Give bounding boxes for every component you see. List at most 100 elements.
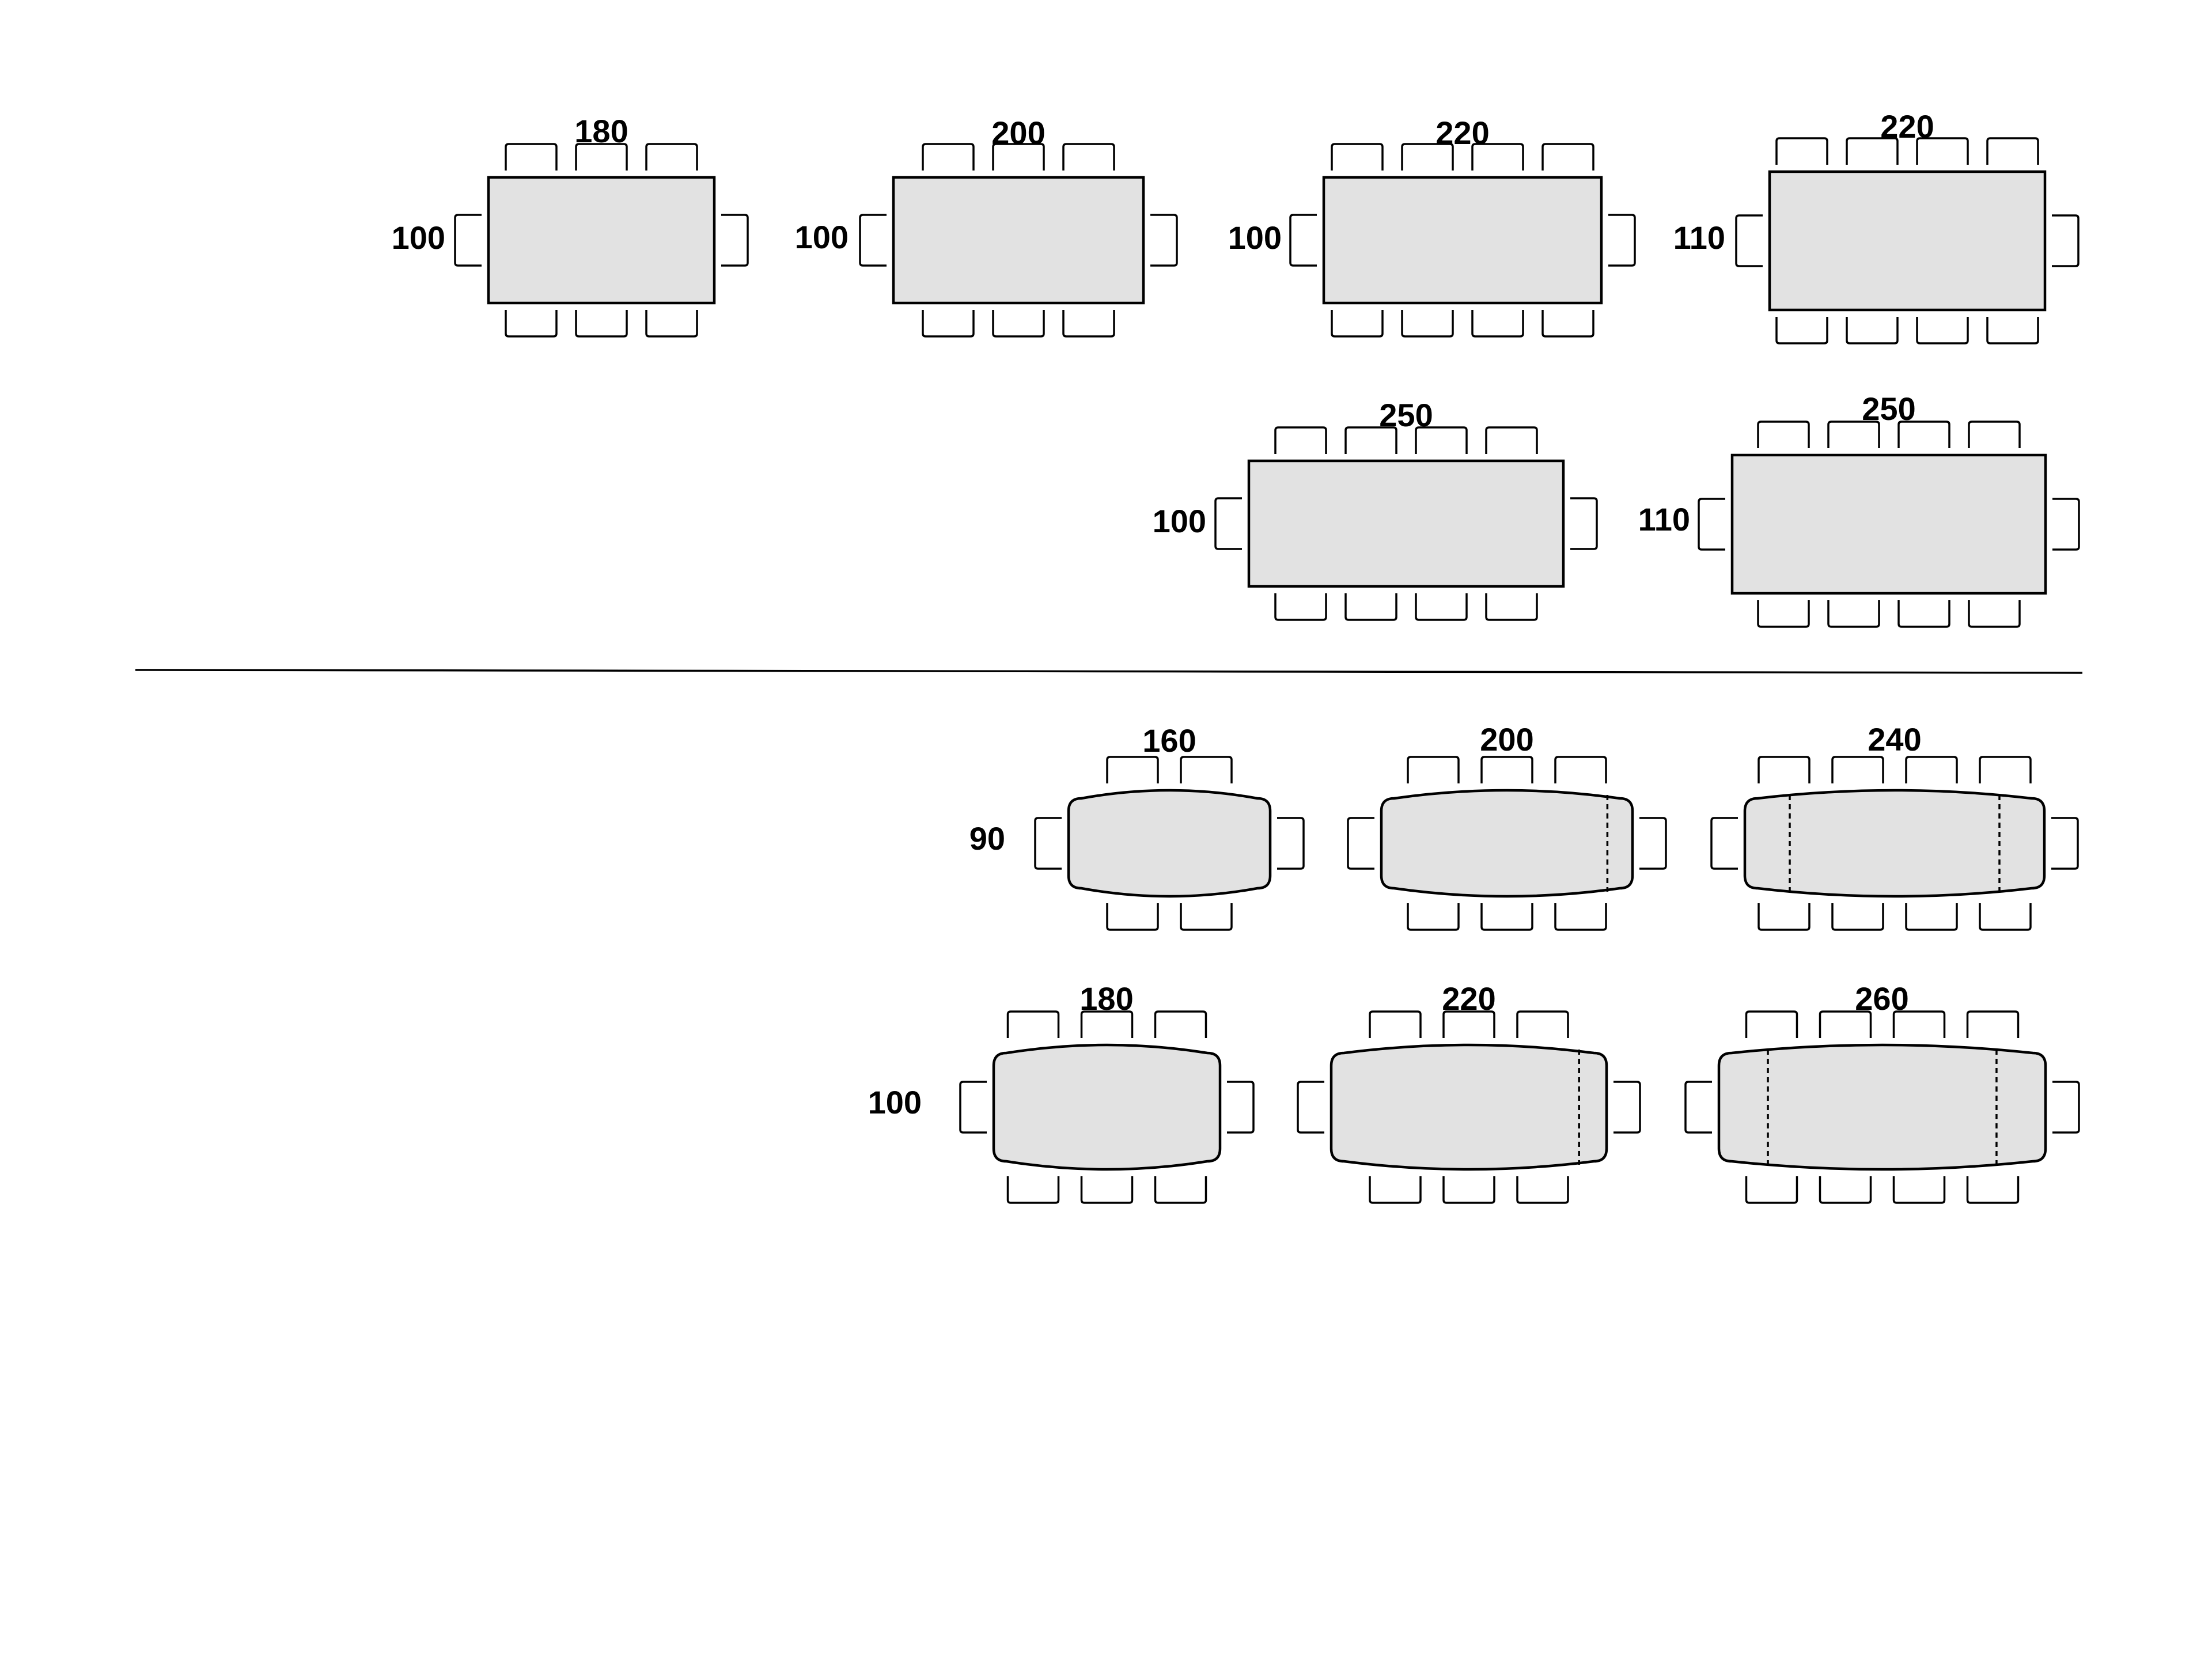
chair-right-end xyxy=(721,214,749,267)
chair-top xyxy=(575,143,628,171)
chair-bottom xyxy=(1415,593,1468,621)
chair-top xyxy=(1401,143,1454,171)
chair-top xyxy=(1905,756,1958,783)
chair-bottom xyxy=(1979,903,2032,931)
table-top-barrel xyxy=(1380,789,1634,898)
chair-bottom xyxy=(1180,903,1233,931)
chair-top xyxy=(1442,1010,1495,1038)
table-top-rectangle xyxy=(1730,453,2047,595)
chair-top xyxy=(1554,756,1607,783)
width-label: 250 xyxy=(1862,391,1915,427)
chair-bottom xyxy=(922,310,975,338)
width-label: 220 xyxy=(1442,980,1495,1017)
chair-bottom xyxy=(1757,600,1810,628)
chair-right-end xyxy=(2052,1081,2080,1134)
chair-top xyxy=(645,143,698,171)
chair-top xyxy=(1831,756,1884,783)
chair-bottom xyxy=(1407,903,1460,931)
depth-label: 100 xyxy=(1228,219,1282,256)
chair-top xyxy=(1485,426,1538,454)
width-label: 220 xyxy=(1435,115,1489,151)
chair-left-end xyxy=(1214,497,1242,550)
chair-top xyxy=(1745,1010,1798,1038)
chair-bottom xyxy=(1401,310,1454,338)
width-label: 220 xyxy=(1880,108,1934,145)
width-label: 260 xyxy=(1855,980,1908,1017)
chair-bottom xyxy=(1831,903,1884,931)
depth-label: 100 xyxy=(392,219,445,256)
chair-bottom xyxy=(1062,310,1115,338)
width-label: 160 xyxy=(1142,722,1196,759)
chair-right-end xyxy=(1639,817,1667,870)
chair-bottom xyxy=(1541,310,1594,338)
chair-bottom xyxy=(1892,1176,1946,1204)
chair-right-end xyxy=(2052,214,2080,267)
chair-top xyxy=(1966,1010,2020,1038)
chair-left-end xyxy=(1735,214,1763,267)
table-group-barrel-200: 200 xyxy=(1347,721,1667,931)
chair-left-end xyxy=(454,214,482,267)
chair-top xyxy=(1106,756,1159,783)
table-top-barrel xyxy=(992,1043,1222,1171)
table-group-barrel-220: 220 xyxy=(1297,980,1641,1204)
chair-left-end xyxy=(1710,817,1738,870)
chair-bottom xyxy=(1846,317,1899,344)
table-top-rectangle xyxy=(1768,170,2047,312)
chair-bottom xyxy=(645,310,698,338)
chair-left-end xyxy=(1698,498,1725,551)
chair-bottom xyxy=(992,310,1045,338)
chair-bottom xyxy=(1745,1176,1798,1204)
chair-top xyxy=(1819,1010,1872,1038)
table-top-rectangle xyxy=(1322,176,1603,305)
chair-right-end xyxy=(2052,498,2080,551)
chair-top xyxy=(1407,756,1460,783)
chair-right-end xyxy=(1608,214,1636,267)
chair-top xyxy=(1006,1010,1060,1038)
width-label: 240 xyxy=(1868,721,1921,757)
table-group-rectangular-220x100: 220 100 xyxy=(1228,115,1636,338)
chair-bottom xyxy=(1986,317,2039,344)
table-top-barrel xyxy=(1743,789,2046,898)
width-label: 200 xyxy=(1480,721,1533,757)
chair-top xyxy=(1154,1010,1207,1038)
chair-left-end xyxy=(1289,214,1317,267)
chair-bottom xyxy=(1775,317,1828,344)
chair-left-end xyxy=(859,214,887,267)
depth-label: 100 xyxy=(795,219,849,255)
chair-top xyxy=(1897,421,1950,448)
width-label: 250 xyxy=(1379,397,1433,433)
chair-top xyxy=(1415,426,1468,454)
chair-bottom xyxy=(1471,310,1524,338)
chair-top xyxy=(1274,426,1327,454)
width-label: 180 xyxy=(574,113,628,149)
chair-top xyxy=(1968,421,2021,448)
chair-bottom xyxy=(1897,600,1950,628)
chair-bottom xyxy=(1966,1176,2020,1204)
chair-bottom xyxy=(1485,593,1538,621)
chair-right-end xyxy=(2051,817,2079,870)
chair-bottom xyxy=(1516,1176,1569,1204)
chair-top xyxy=(1080,1010,1134,1038)
chair-top xyxy=(1541,143,1594,171)
chair-bottom xyxy=(1369,1176,1422,1204)
chair-top xyxy=(1986,137,2039,165)
width-label: 180 xyxy=(1080,980,1133,1017)
chair-bottom xyxy=(1331,310,1384,338)
chair-right-end xyxy=(1227,1081,1255,1134)
chair-bottom xyxy=(1554,903,1607,931)
chair-left-end xyxy=(1034,817,1062,870)
chair-left-end xyxy=(1347,817,1374,870)
chair-top xyxy=(1344,426,1397,454)
chair-top xyxy=(1516,1010,1569,1038)
chair-top xyxy=(992,143,1045,171)
chair-top xyxy=(1846,137,1899,165)
chair-top xyxy=(922,143,975,171)
section-divider xyxy=(135,669,2083,674)
